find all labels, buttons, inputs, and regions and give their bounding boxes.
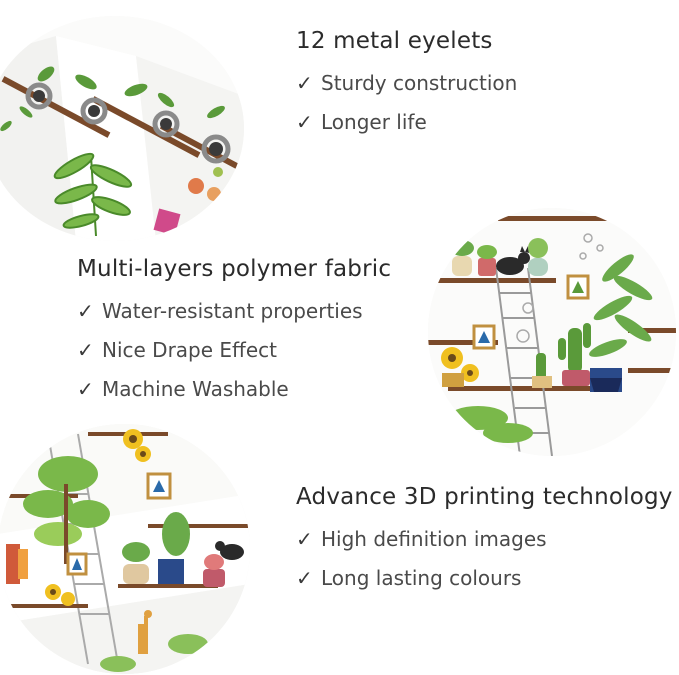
curtain-pattern-image	[428, 208, 676, 456]
cat-icon	[496, 246, 530, 275]
potted-plant-icon	[53, 152, 133, 237]
eyelets-closeup-image	[0, 16, 244, 241]
feature-item-label: Nice Drape Effect	[102, 338, 277, 362]
pot-icon	[6, 512, 225, 587]
checkmark-icon: ✓	[296, 566, 313, 590]
feature-item-label: Long lasting colours	[321, 566, 522, 590]
feature-item: ✓ Long lasting colours	[296, 565, 673, 604]
bottom-foliage	[100, 634, 208, 672]
feature-title: 12 metal eyelets	[296, 28, 493, 54]
checkmark-icon: ✓	[77, 338, 94, 362]
feature-item: ✓ High definition images	[296, 526, 673, 565]
bubble-decoration	[516, 233, 604, 343]
curtain-pattern-illustration	[428, 208, 676, 456]
feature-eyelets: 12 metal eyelets ✓ Sturdy construction ✓…	[296, 28, 517, 148]
feature-item: ✓ Machine Washable	[77, 376, 391, 415]
checkmark-icon: ✓	[77, 377, 94, 401]
giraffe-icon	[138, 610, 152, 654]
eyelet-ring-icon	[25, 82, 231, 164]
feature-list: ✓ Water-resistant properties ✓ Nice Drap…	[77, 298, 391, 415]
cat-icon	[215, 541, 244, 560]
eyelets-closeup-illustration	[0, 16, 244, 241]
checkmark-icon: ✓	[296, 71, 313, 95]
feature-item-label: High definition images	[321, 527, 547, 551]
feature-item: ✓ Water-resistant properties	[77, 298, 391, 337]
leaf-icon	[589, 254, 653, 392]
sunflower-icon	[441, 347, 479, 387]
checkmark-icon: ✓	[296, 110, 313, 134]
leaf-icon	[0, 66, 225, 132]
feature-title: Advance 3D printing technology	[296, 484, 673, 510]
sunflower-icon	[45, 429, 151, 606]
fabric-roll-illustration	[0, 424, 250, 674]
feature-list: ✓ High definition images ✓ Long lasting …	[296, 526, 673, 604]
feature-item: ✓ Nice Drape Effect	[77, 337, 391, 376]
feature-printing: Advance 3D printing technology ✓ High de…	[296, 484, 673, 604]
feature-item-label: Water-resistant properties	[102, 299, 363, 323]
feature-item: ✓ Sturdy construction	[296, 70, 517, 109]
feature-item: ✓ Longer life	[296, 109, 517, 148]
feature-title: Multi-layers polymer fabric	[77, 256, 392, 282]
feature-list: ✓ Sturdy construction ✓ Longer life	[296, 70, 517, 148]
feature-fabric: Multi-layers polymer fabric ✓ Water-resi…	[77, 256, 391, 415]
feature-item-label: Machine Washable	[102, 377, 289, 401]
tree-icon	[23, 456, 110, 564]
feature-item-label: Sturdy construction	[321, 71, 518, 95]
fabric-roll-image	[0, 424, 250, 674]
picture-frame-icon	[472, 274, 590, 350]
feature-item-label: Longer life	[321, 110, 427, 134]
picture-frame-icon	[66, 472, 172, 576]
checkmark-icon: ✓	[296, 527, 313, 551]
checkmark-icon: ✓	[77, 299, 94, 323]
cactus-icon	[532, 323, 591, 388]
